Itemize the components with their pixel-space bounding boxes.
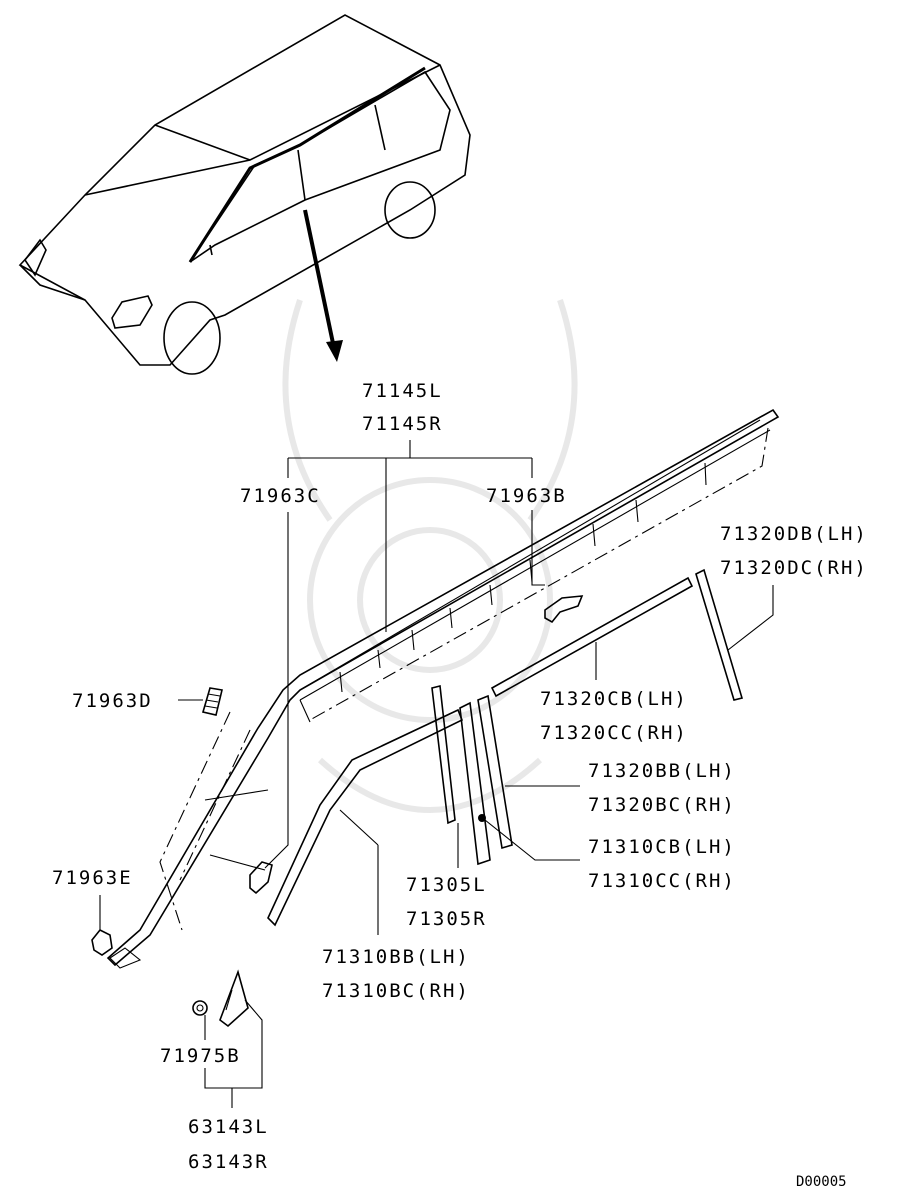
label-63143L: 63143L bbox=[188, 1116, 269, 1138]
label-71320DB: 71320DB(LH) bbox=[720, 523, 868, 545]
diagram-reference: D00005 bbox=[796, 1174, 847, 1187]
label-71963D: 71963D bbox=[72, 690, 153, 712]
label-71320BC: 71320BC(RH) bbox=[588, 794, 736, 816]
leader-lines bbox=[99, 440, 774, 1108]
label-71963E: 71963E bbox=[52, 867, 133, 889]
label-71310CB: 71310CB(LH) bbox=[588, 836, 736, 858]
part-63143 bbox=[219, 969, 249, 1028]
label-63143R: 63143R bbox=[188, 1151, 269, 1173]
pillar-71305 bbox=[431, 685, 456, 825]
label-71320CB: 71320CB(LH) bbox=[540, 688, 688, 710]
door-moulding-71310BB bbox=[267, 708, 464, 927]
label-71310CC: 71310CC(RH) bbox=[588, 870, 736, 892]
label-71310BB: 71310BB(LH) bbox=[322, 946, 470, 968]
label-71963B: 71963B bbox=[486, 485, 567, 507]
clip-71975B bbox=[192, 1000, 208, 1016]
clip-71310CB bbox=[478, 814, 486, 822]
clip-71963C bbox=[249, 861, 273, 895]
clip-71963D bbox=[201, 687, 223, 716]
watermark-emblem bbox=[282, 299, 578, 813]
pillar-71320BB bbox=[459, 694, 513, 866]
roof-moulding-71145 bbox=[106, 408, 780, 969]
label-71145L: 71145L bbox=[362, 380, 443, 402]
label-71320CC: 71320CC(RH) bbox=[540, 722, 688, 744]
moulding-71320CB bbox=[490, 576, 694, 698]
label-71305L: 71305L bbox=[406, 874, 487, 896]
label-71310BC: 71310BC(RH) bbox=[322, 980, 470, 1002]
label-71320BB: 71320BB(LH) bbox=[588, 760, 736, 782]
label-71145R: 71145R bbox=[362, 413, 443, 435]
moulding-71320DB bbox=[695, 568, 744, 701]
label-71963C: 71963C bbox=[240, 485, 321, 507]
label-71305R: 71305R bbox=[406, 908, 487, 930]
label-71320DC: 71320DC(RH) bbox=[720, 557, 868, 579]
label-71975B: 71975B bbox=[160, 1045, 241, 1067]
detail-arrow bbox=[303, 209, 343, 362]
part-labels: 71145L 71145R 71963C 71963B 71320DB(LH) … bbox=[52, 380, 868, 1187]
clip-71963E bbox=[91, 928, 113, 956]
vehicle-outline bbox=[18, 14, 471, 375]
clip-71963B bbox=[544, 595, 584, 624]
